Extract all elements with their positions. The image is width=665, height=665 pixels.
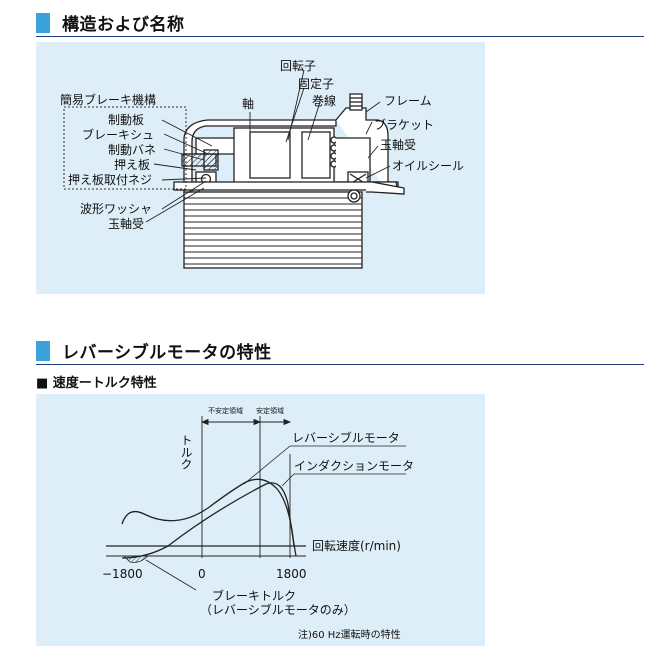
brake-group-box [63, 106, 187, 190]
label-pressure-plate-screw: 押え板取付ネジ [68, 173, 152, 187]
section-marker [36, 13, 50, 33]
label-rotor: 回転子 [280, 59, 316, 73]
region-brackets [200, 416, 292, 558]
label-stator: 固定子 [298, 76, 334, 91]
label-unstable-region: 不安定領域 [208, 406, 243, 415]
region-arrowhead [253, 418, 262, 426]
x-axis-label: 回転速度(r/min) [312, 538, 401, 553]
region-arrowhead [200, 418, 209, 426]
section-marker [36, 341, 50, 361]
region-arrowhead [283, 418, 292, 426]
label-ball-bearing-right: 玉軸受 [380, 138, 416, 152]
label-brake-plate: 制動板 [108, 113, 144, 127]
label-brake-torque: ブレーキトルク [212, 588, 296, 603]
motor-drawing [173, 93, 405, 269]
label-shaft: 軸 [242, 97, 254, 111]
label-bracket: ブラケット [374, 117, 434, 132]
chart-panel: 不安定領域 安定領域 トルク レバーシブルモータ インダクションモータ 回転速度… [36, 394, 485, 646]
label-brake-torque-note: （レバーシブルモータのみ） [200, 602, 356, 617]
structure-panel: 簡易ブレーキ機構 制動板 ブレーキシュ 制動バネ 押え板 押え板取付ネジ 波形ワ… [36, 42, 485, 294]
y-axis-label: トルク [179, 434, 193, 470]
section-title: レバーシブルモータの特性 [62, 343, 272, 363]
subsection-title: ■ 速度ートルク特性 [36, 376, 157, 391]
label-brake-spring: 制動バネ [108, 143, 156, 157]
x-tick-1800: 1800 [276, 567, 307, 581]
brake-torque-area [123, 555, 149, 563]
curve-reversible-motor [121, 478, 295, 547]
legend-induction-motor: インダクションモータ [294, 458, 414, 473]
section-title: 構造および名称 [62, 15, 185, 35]
label-ball-bearing-left: 玉軸受 [108, 217, 144, 231]
leader-brake-torque [145, 559, 197, 591]
leader-reversible [243, 445, 291, 485]
label-wave-washer: 波形ワッシャ [80, 202, 152, 216]
label-oil-seal: オイルシール [392, 159, 464, 173]
motor-cross-section-diagram: 簡易ブレーキ機構 制動板 ブレーキシュ 制動バネ 押え板 押え板取付ネジ 波形ワ… [60, 59, 464, 269]
label-brake-mechanism: 簡易ブレーキ機構 [60, 92, 156, 107]
section-characteristics-header: レバーシブルモータの特性 [36, 338, 644, 365]
chart-footnote: 注)60 Hz運転時の特性 [298, 628, 401, 641]
x-tick-0: 0 [198, 567, 206, 581]
label-stable-region: 安定領域 [256, 406, 284, 415]
label-pressure-plate: 押え板 [114, 158, 150, 172]
leader-lines [145, 69, 391, 223]
section-structure-header: 構造および名称 [36, 10, 644, 37]
x-tick-neg1800: −1800 [102, 567, 143, 581]
leader-induction [281, 473, 295, 487]
speed-torque-chart: 不安定領域 安定領域 トルク レバーシブルモータ インダクションモータ 回転速度… [102, 406, 414, 641]
label-winding: 巻線 [312, 93, 336, 108]
svg-text:トルク: トルク [179, 434, 193, 470]
legend-reversible-motor: レバーシブルモータ [292, 430, 400, 445]
curve-induction-motor [121, 482, 297, 559]
label-brake-shoe: ブレーキシュ [82, 127, 154, 142]
label-frame: フレーム [384, 94, 432, 108]
